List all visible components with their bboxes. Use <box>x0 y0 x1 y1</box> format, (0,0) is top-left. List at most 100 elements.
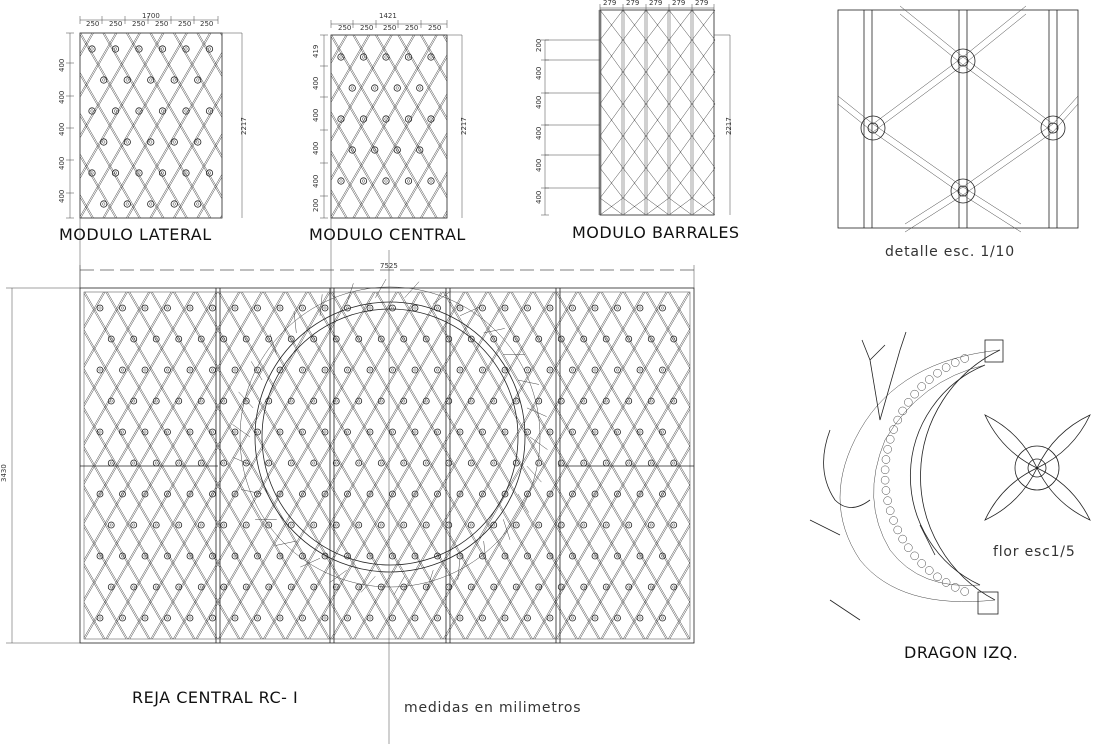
rosette-center <box>200 462 202 464</box>
rosette-center <box>583 400 585 402</box>
rosette-center <box>380 400 382 402</box>
rosette-node <box>322 615 328 621</box>
rosette-center <box>425 462 427 464</box>
rosette-center <box>268 586 270 588</box>
rosette-center <box>102 203 105 206</box>
rosette-center <box>380 462 382 464</box>
diagonal-bar <box>838 96 873 124</box>
rosette-node <box>198 460 204 466</box>
dragon-scale <box>886 507 894 515</box>
diagonal-bar <box>579 35 685 218</box>
rosette-center <box>448 586 450 588</box>
rosette-node <box>277 305 283 311</box>
diagonal-bar <box>905 195 963 232</box>
rosette-node <box>322 305 328 311</box>
rosette-center <box>126 141 129 144</box>
rosette-center <box>335 524 337 526</box>
rosette-node <box>592 367 598 373</box>
rosette-node <box>480 615 486 621</box>
rosette-center <box>868 123 878 133</box>
rosette-center <box>958 186 968 196</box>
dragon-scale <box>882 486 890 494</box>
rosette-node <box>615 615 621 621</box>
diagonal-bar <box>670 292 870 639</box>
modulo-lateral-row-dim-5: 400 <box>58 190 66 203</box>
rosette-node <box>648 522 654 528</box>
diagonal-bar <box>0 292 104 639</box>
rosette-node <box>300 305 306 311</box>
diagonal-bar <box>489 35 595 218</box>
rosette-node <box>412 615 418 621</box>
flor-label: flor esc1/5 <box>993 544 1076 560</box>
rosette-node <box>255 615 261 621</box>
rosette-center <box>268 462 270 464</box>
rosette-node <box>428 54 434 60</box>
rosette-node <box>108 522 114 528</box>
rosette-node <box>626 460 632 466</box>
modulo-central-row-dim-1: 400 <box>312 77 320 90</box>
rosette-center <box>166 307 168 309</box>
diagonal-bar <box>363 33 470 218</box>
rosette-center <box>279 431 281 433</box>
rosette-center <box>526 617 528 619</box>
modulo-central-row-dim-4: 400 <box>312 175 320 188</box>
diagonal-bar <box>0 292 83 639</box>
rosette-center <box>223 462 225 464</box>
rosette-center <box>346 431 348 433</box>
rosette-center <box>673 524 675 526</box>
modulo-central-spacing-dim-3: 250 <box>383 24 396 32</box>
rosette-node <box>124 139 130 145</box>
rosette-center <box>185 48 188 51</box>
ornament-ring-inner <box>262 309 518 565</box>
rosette-node <box>383 54 389 60</box>
rosette-center <box>605 462 607 464</box>
diagonal-bar <box>107 35 213 218</box>
rosette-center <box>144 431 146 433</box>
diagonal-bar <box>713 292 913 639</box>
dragon-scale <box>894 526 902 534</box>
rosette-center <box>493 462 495 464</box>
rosette-node <box>372 147 378 153</box>
rosette-center <box>335 462 337 464</box>
diagonal-bar <box>0 292 194 639</box>
rosette-center <box>436 369 438 371</box>
rosette-node <box>198 336 204 342</box>
rosette-node <box>142 615 148 621</box>
rosette-node <box>570 615 576 621</box>
modulo-central-width-dim: 1421 <box>379 12 397 20</box>
rosette-center <box>189 307 191 309</box>
rosette-center <box>149 203 152 206</box>
reja-total-height-dim: 3430 <box>0 464 8 482</box>
rosette-node <box>547 615 553 621</box>
reja-central-label: REJA CENTRAL RC- I <box>132 688 298 707</box>
rosette-center <box>560 586 562 588</box>
rosette-center <box>166 617 168 619</box>
diagonal-bar <box>0 292 194 639</box>
diagonal-bar <box>0 292 150 639</box>
rosette-node <box>300 367 306 373</box>
diagonal-bar <box>240 35 346 218</box>
rosette-center <box>504 369 506 371</box>
modulo-lateral-spacing-dim-3: 250 <box>132 20 145 28</box>
rosette-node <box>390 305 396 311</box>
rosette-center <box>515 586 517 588</box>
rosette-center <box>196 203 199 206</box>
diagonal-bar <box>488 35 594 218</box>
diagonal-bar <box>873 124 963 187</box>
rosette-node <box>255 305 261 311</box>
modulo-lateral-row-dim-3: 400 <box>58 123 66 136</box>
diagonal-bar <box>173 35 279 218</box>
rosette-center <box>208 48 211 51</box>
diagonal-bar <box>269 33 376 218</box>
modulo-lateral-row-dim-4: 400 <box>58 157 66 170</box>
diagonal-bar <box>0 292 60 639</box>
rosette-node <box>547 305 553 311</box>
rosette-center <box>549 307 551 309</box>
dragon-scale <box>951 359 959 367</box>
rosette-center <box>391 617 393 619</box>
rosette-center <box>362 180 365 183</box>
diagonal-bar <box>0 33 92 218</box>
rosette-node <box>383 178 389 184</box>
diagonal-bar <box>267 33 374 218</box>
